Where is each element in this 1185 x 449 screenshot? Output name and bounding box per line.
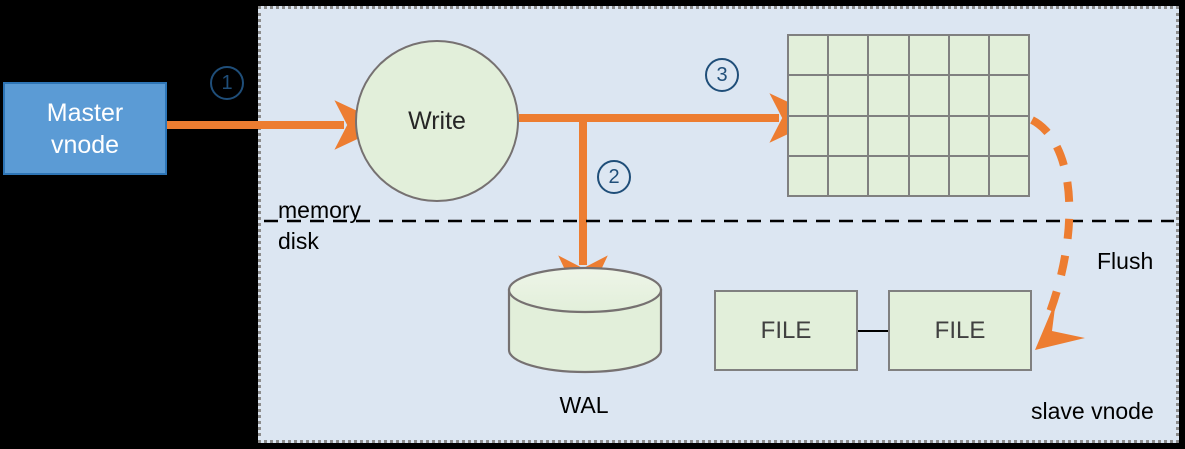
grid-cell — [909, 76, 948, 115]
grid-cell — [829, 76, 868, 115]
memory-table-grid — [787, 34, 1030, 197]
grid-cell — [989, 36, 1028, 75]
file-box-2-label: FILE — [934, 316, 986, 344]
write-node[interactable]: Write — [355, 40, 519, 202]
grid-cell — [869, 76, 908, 115]
grid-cell — [869, 36, 908, 75]
grid-cell — [789, 116, 828, 155]
grid-cell — [949, 36, 988, 75]
master-vnode-line1: Master — [46, 98, 124, 127]
file-box-1[interactable]: FILE — [714, 290, 858, 371]
grid-cell — [949, 116, 988, 155]
grid-cell — [789, 156, 828, 195]
grid-cell — [989, 116, 1028, 155]
step-badge-3: 3 — [705, 58, 739, 92]
grid-cell — [949, 156, 988, 195]
grid-cell — [829, 36, 868, 75]
file-box-2[interactable]: FILE — [888, 290, 1032, 371]
grid-cell — [949, 76, 988, 115]
step-badge-2: 2 — [597, 160, 631, 194]
grid-cell — [909, 36, 948, 75]
wal-label: WAL — [559, 392, 609, 418]
step-badge-1: 1 — [210, 66, 244, 100]
grid-cell — [829, 156, 868, 195]
disk-tier-label: disk — [278, 228, 319, 254]
grid-cell — [829, 116, 868, 155]
grid-cell — [869, 156, 908, 195]
file-connector-line — [858, 330, 888, 332]
master-vnode-line2: vnode — [50, 130, 120, 159]
write-node-label: Write — [408, 106, 466, 135]
flush-label: Flush — [1097, 248, 1154, 274]
file-box-1-label: FILE — [760, 316, 812, 344]
grid-cell — [789, 76, 828, 115]
grid-cell — [909, 156, 948, 195]
grid-cell — [989, 156, 1028, 195]
master-vnode-box[interactable]: Master vnode — [3, 82, 167, 175]
memory-tier-label: memory — [278, 197, 362, 223]
grid-cell — [789, 36, 828, 75]
slave-vnode-label: slave vnode — [1031, 398, 1154, 424]
grid-cell — [909, 116, 948, 155]
grid-cell — [869, 116, 908, 155]
grid-cell — [989, 76, 1028, 115]
